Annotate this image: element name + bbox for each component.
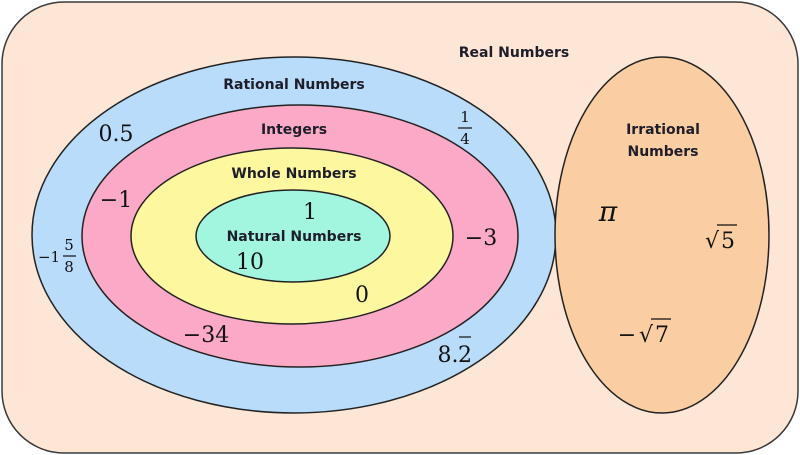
fraction-numerator: 5 (64, 236, 74, 254)
example-pi: π (598, 195, 618, 228)
example-neg-1-5-8: −1 5 8 (38, 236, 76, 276)
repeating-decimal-digit: 2 (458, 343, 472, 368)
sqrt-icon: √ (705, 229, 720, 254)
rational-numbers-label: Rational Numbers (223, 77, 364, 93)
irrational-numbers-label-line1: Irrational (626, 122, 700, 138)
example-neg-sqrt-7: − √ 7 (618, 318, 671, 348)
minus-sign: − (618, 323, 636, 348)
repeating-decimal-int: 8. (438, 343, 459, 368)
example-sqrt-5: √ 5 (705, 224, 737, 254)
example-neg-34: −34 (183, 323, 229, 348)
real-numbers-label: Real Numbers (459, 45, 569, 61)
example-10: 10 (236, 250, 264, 275)
fraction-numerator: 1 (460, 108, 470, 126)
fraction-denominator: 4 (460, 130, 470, 148)
example-8-2-repeating: 8. 2 (438, 336, 472, 368)
fraction-denominator: 8 (64, 258, 74, 276)
natural-numbers-label: Natural Numbers (227, 229, 362, 245)
radicand: 7 (655, 323, 669, 348)
whole-numbers-label: Whole Numbers (231, 166, 356, 182)
natural-numbers-region (195, 189, 391, 283)
integers-label: Integers (261, 122, 327, 138)
example-one-quarter: 1 4 (458, 108, 472, 148)
example-1: 1 (303, 200, 317, 225)
example-neg-1: −1 (100, 188, 132, 213)
example-0: 0 (355, 283, 369, 308)
sqrt-icon: √ (639, 323, 654, 348)
example-0-5: 0.5 (99, 122, 134, 147)
radicand: 5 (721, 229, 735, 254)
irrational-numbers-label-line2: Numbers (627, 144, 698, 160)
mixed-whole-part: −1 (38, 248, 60, 266)
irrational-numbers-region (554, 56, 770, 414)
example-neg-3: −3 (465, 226, 497, 251)
